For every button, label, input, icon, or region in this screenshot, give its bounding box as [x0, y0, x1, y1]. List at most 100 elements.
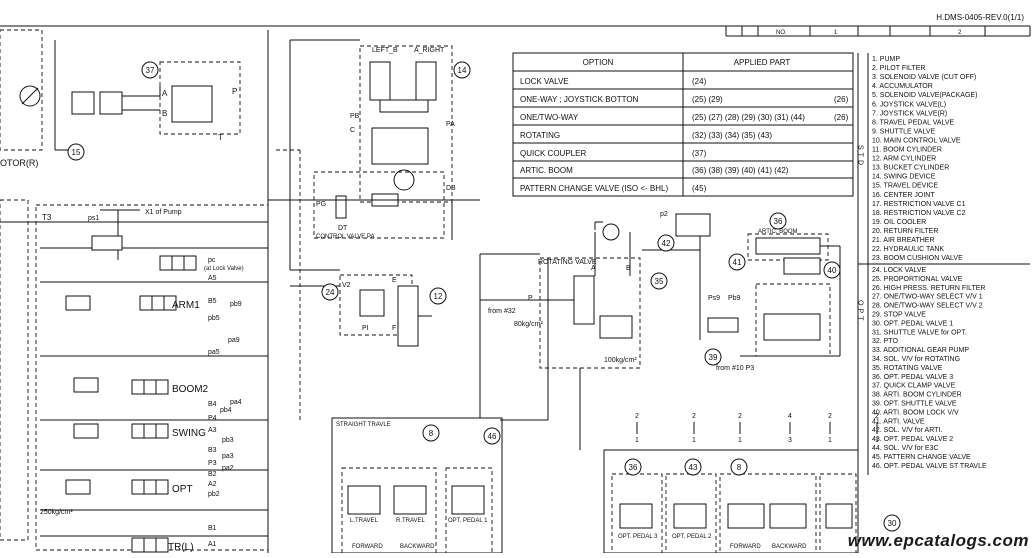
legend-item: 25. PROPORTIONAL VALVE — [872, 276, 963, 283]
qc-b-label: B — [162, 109, 167, 118]
legend-item: 33. ADDITIONAL GEAR PUMP — [872, 347, 969, 354]
title-block-rev1: 1 — [834, 30, 838, 36]
pump-port-number: 2 — [738, 413, 742, 420]
spool-trl: TR(L) — [131, 537, 194, 553]
rotating-valve: ROTATING VALVE A B P from #32 80kg/cm² 1… — [479, 221, 641, 420]
rv-b-label: B — [626, 265, 631, 272]
option-row-parts: (24) — [692, 77, 707, 86]
callout-circle — [141, 61, 159, 79]
t3-label: T3 — [42, 213, 52, 222]
callout-number: 36 — [774, 217, 783, 226]
callout-number: 35 — [655, 277, 664, 286]
watermark: www.epcatalogs.com — [847, 531, 1029, 550]
legend-item: 21. AIR BREATHER — [872, 237, 935, 244]
ps1-label: ps1 — [88, 215, 99, 222]
drawing-number: H.DMS-0405-REV.0(1/1) — [936, 13, 1024, 22]
callout-number: 15 — [72, 148, 81, 157]
option-row-extra: (26) — [834, 113, 849, 122]
option-row-parts: (32) (33) (34) (35) (43) — [692, 131, 772, 140]
pg-label: PG — [316, 201, 326, 208]
callout-number: 12 — [434, 292, 443, 301]
legend-item: 40. ARTI. BOOM LOCK V/V — [872, 409, 959, 416]
legend-item: 13. BUCKET CYLINDER — [872, 165, 949, 172]
legend-item: 6. JOYSTICK VALVE(L) — [872, 101, 946, 108]
legend-item: 19. OIL COOLER — [872, 219, 926, 226]
spool-opt: OPT — [131, 479, 193, 495]
legend-item: 17. RESTRICTION VALVE C1 — [872, 201, 966, 208]
from-10-label: from #10 P3 — [716, 365, 754, 372]
legend-item: 16. CENTER JOINT — [872, 192, 935, 199]
legend-item: 12. ARM CYLINDER — [872, 156, 936, 163]
legend-item: 3. SOLENOID VALVE (CUT OFF) — [872, 74, 976, 81]
straight-travle-label: STRAIGHT TRAVLE — [336, 422, 391, 428]
e-label: E — [392, 277, 397, 284]
sol-valve-arti: p2 — [660, 211, 711, 237]
opt-pedal-3-label: OPT. PEDAL 3 — [618, 534, 658, 540]
r-travel-label: R.TRAVEL — [396, 518, 426, 524]
pump-port-number: 3 — [788, 437, 792, 444]
callout-circle — [429, 287, 447, 305]
legend-item: 20. RETURN FILTER — [872, 228, 938, 235]
pb9b-label: Pb9 — [728, 295, 741, 302]
applied-part-header: APPLIED PART — [734, 58, 791, 67]
boom2-label: BOOM2 — [172, 384, 209, 395]
option-row-label: ROTATING — [520, 131, 560, 140]
title-block-no: NO. — [776, 30, 787, 36]
std-group-label: STD — [857, 145, 864, 168]
legend-item: 35. ROTATING VALVE — [872, 365, 943, 372]
artic-boom-assembly: ARTIC. BOOM Ps9 Pb9 from #10 P3 — [707, 229, 841, 372]
legend-item: 41. ARTI. VALVE — [872, 418, 925, 425]
b1-label: B1 — [208, 525, 217, 532]
legend-item: 31. SHUTTLE VALVE for OPT. — [872, 329, 967, 336]
legend-item: 24. LOCK VALVE — [872, 267, 927, 274]
option-table: OPTION APPLIED PART LOCK VALVE(24)ONE-WA… — [512, 52, 854, 197]
a3-label: A3 — [208, 427, 217, 434]
rotating-valve-label: ROTATING VALVE — [538, 259, 597, 266]
pb3-label: pb3 — [222, 437, 234, 444]
pb2-label: pb2 — [208, 491, 220, 498]
forward-label-2: FORWARD — [730, 544, 761, 550]
legend-item: 37. QUICK CLAMP VALVE — [872, 383, 956, 390]
option-row-parts: (25) (27) (28) (29) (30) (31) (44) — [692, 113, 805, 122]
from-32-label: from #32 — [488, 308, 516, 315]
callout-circle — [657, 234, 675, 252]
option-row-label: PATTERN CHANGE VALVE (ISO <- BHL) — [520, 184, 668, 193]
qc-a-label: A — [162, 89, 168, 98]
l-travel-label: L.TRAVEL — [350, 518, 379, 524]
callout-circle — [769, 212, 787, 230]
pb5-label: pb5 — [208, 315, 220, 322]
callout-circle — [624, 458, 642, 476]
lock-valve-assembly: V2 E F PI — [290, 269, 432, 347]
callout-number: 46 — [488, 432, 497, 441]
pump-port-number: 4 — [788, 413, 792, 420]
trl-label: TR(L) — [168, 542, 194, 553]
callout-circle — [67, 143, 85, 161]
rv-p-label: P — [528, 295, 533, 302]
qc-t-label: T — [218, 133, 223, 142]
pa2-label: pa2 — [222, 465, 234, 472]
callout-number: 41 — [733, 258, 742, 267]
legend-item: 27. ONE/TWO-WAY SELECT V/V 1 — [872, 294, 983, 301]
b5-label: B5 — [208, 298, 217, 305]
main-control-valve-block: T3 ps1 X1 of Pump pc (at Lock Valve) A5 … — [0, 30, 269, 553]
legend-item: 4. ACCUMULATOR — [872, 83, 933, 90]
callout-number: 24 — [326, 288, 335, 297]
pump-port-number: 1 — [635, 437, 639, 444]
rv-a-label: A — [591, 265, 596, 272]
legend-item: 46. OPT. PEDAL VALVE ST TRAVLE — [872, 463, 987, 470]
spool-boom2: BOOM2 — [131, 379, 209, 395]
qc-p-label: P — [232, 87, 237, 96]
swing-label: SWING — [172, 428, 206, 439]
spool-arm1: ARM1 — [139, 295, 200, 311]
legend-item: 7. JOYSTICK VALVE(R) — [872, 110, 947, 117]
pb4-label: pb4 — [220, 407, 232, 414]
pump-port-number: 2 — [692, 413, 696, 420]
b4-label: B4 — [208, 401, 217, 408]
pb9-label: pb9 — [230, 301, 242, 308]
a-right-label: A_RIGHT — [414, 47, 445, 54]
a2-label: A2 — [208, 481, 217, 488]
callout-number: 36 — [629, 463, 638, 472]
